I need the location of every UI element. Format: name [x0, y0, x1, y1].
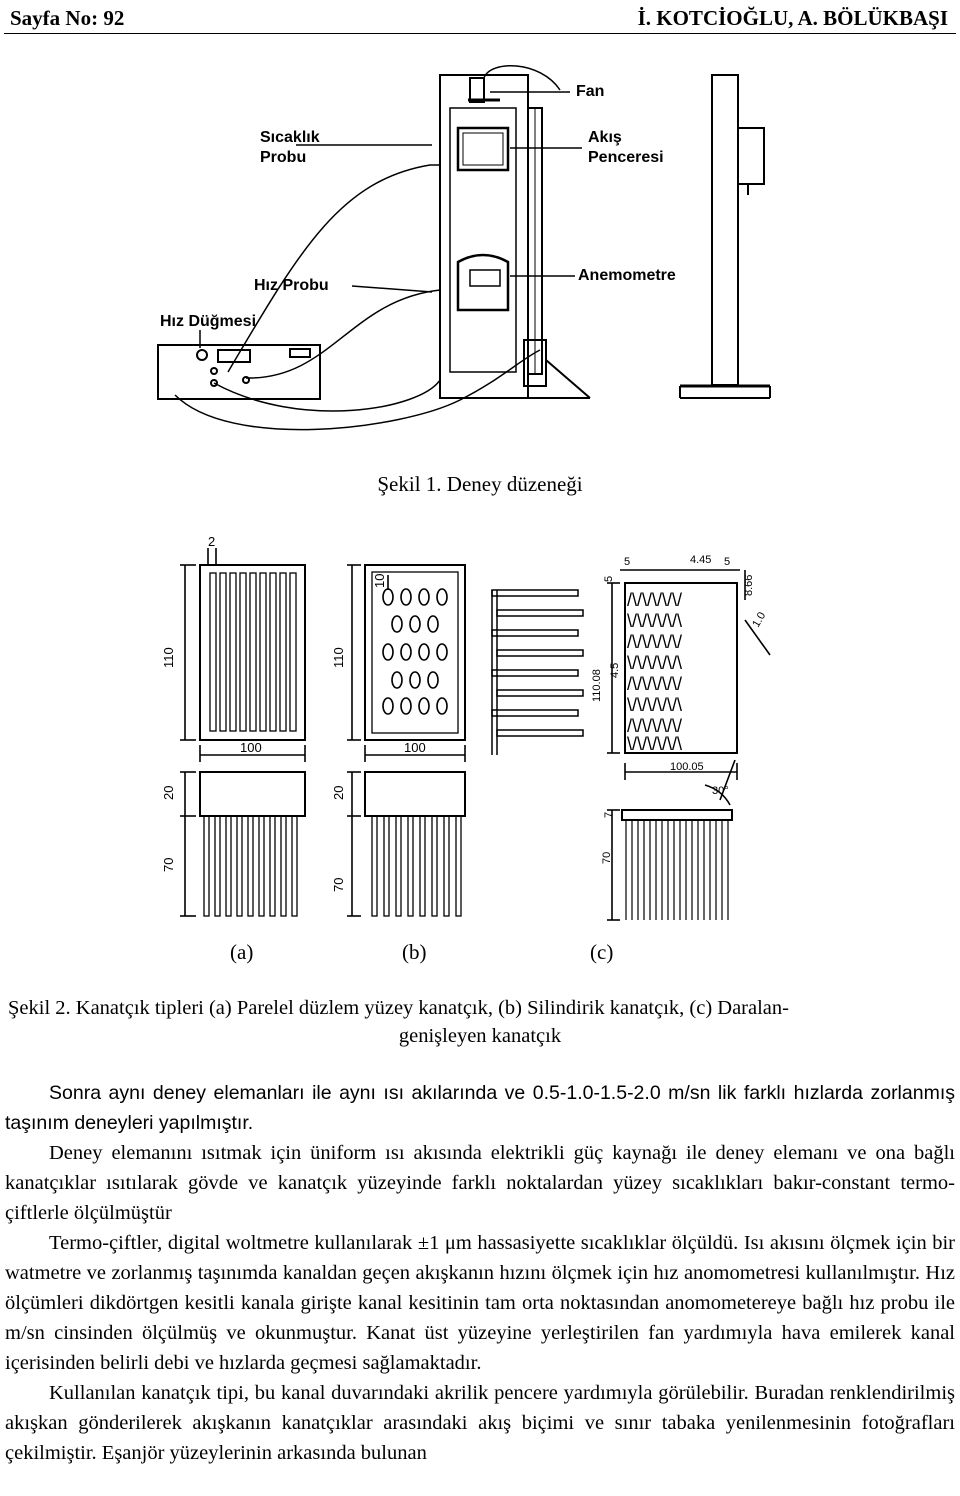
channel-tower [439, 74, 529, 399]
dim-b-width: 100 [404, 740, 426, 755]
dim-c-side: 8.66 [743, 575, 755, 596]
fin-a-fins [203, 815, 298, 917]
authors: İ. KOTCİOĞLU, A. BÖLÜKBAŞI [637, 6, 948, 30]
dim-c-top1: 5 [624, 556, 630, 568]
fan-housing [469, 77, 485, 103]
fin-a-base [199, 771, 306, 817]
dim-a-top: 2 [208, 534, 215, 549]
label-temp-probe-2: Probu [260, 149, 306, 166]
dim-a-fin: 70 [161, 858, 176, 872]
dim-a-height: 110 [161, 647, 176, 668]
dim-a-base: 20 [161, 786, 176, 800]
svg-text:\/\/\/\/\/\: \/\/\/\/\/\ [627, 734, 682, 754]
fin-c-zigzag-pattern: /\/\/\/\/\/ \/\/\/\/\/\ /\/\/\/\/\/ \/\/… [627, 590, 682, 754]
dim-c-base-angle: 30° [712, 785, 729, 797]
label-fan: Fan [576, 83, 604, 100]
figure2-caption: Şekil 2. Kanatçık tipleri (a) Parelel dü… [8, 994, 952, 1050]
side-view-fan [737, 127, 765, 185]
figure1-caption: Şekil 1. Deney düzeneği [377, 472, 583, 496]
body-text: Sonra aynı deney elemanları ile aynı ısı… [5, 1078, 955, 1468]
page-header: Sayfa No: 92 İ. KOTCİOĞLU, A. BÖLÜKBAŞI [0, 0, 960, 36]
dim-c-base: 7 [603, 812, 615, 818]
dim-c-gap: 4.5 [609, 663, 621, 678]
dim-c-top3: 5 [724, 556, 730, 568]
svg-text:\/\/\/\/\/\: \/\/\/\/\/\ [627, 653, 682, 673]
anemometer-box [456, 253, 510, 312]
fin-c-plate [624, 582, 738, 754]
dim-c-small: 5 [603, 576, 615, 582]
figure2-caption-line1: Şekil 2. Kanatçık tipleri (a) Parelel dü… [8, 997, 789, 1019]
figure2-fin-types-drawing: /\/\/\/\/\/ \/\/\/\/\/\ /\/\/\/\/\/ \/\/… [161, 534, 771, 921]
svg-text:/\/\/\/\/\/: /\/\/\/\/\/ [627, 632, 682, 652]
fin-c-base [621, 809, 733, 821]
label-speed-probe: Hız Probu [254, 277, 329, 294]
fin-b-pins [382, 588, 448, 715]
page-number: Sayfa No: 92 [10, 6, 125, 30]
dim-c-top2: 4.45 [690, 554, 711, 566]
label-anemometer: Anemometre [578, 267, 676, 284]
figure1-setup-drawing: Fan Sıcaklık Probu Akış Penceresi Anemom… [157, 64, 771, 431]
flow-window [456, 126, 510, 172]
svg-text:\/\/\/\/\/\: \/\/\/\/\/\ [627, 695, 682, 715]
dim-b-height: 110 [331, 647, 346, 668]
fin-c-fins [625, 820, 729, 920]
svg-text:\/\/\/\/\/\: \/\/\/\/\/\ [627, 611, 682, 631]
label-flow-window-2: Penceresi [588, 149, 664, 166]
subfigure-label-b: (b) [402, 940, 427, 964]
support-post [523, 339, 547, 387]
fin-a-slots [209, 572, 297, 732]
fin-b-pin-rods [371, 815, 462, 917]
dim-b-top: 10 [372, 574, 387, 588]
dim-c-height: 110.08 [591, 669, 603, 702]
paragraph-1: Sonra aynı deney elemanları ile aynı ısı… [5, 1082, 955, 1134]
svg-text:/\/\/\/\/\/: /\/\/\/\/\/ [627, 716, 682, 736]
paragraph-3: Termo-çiftler, digital woltmetre kullanı… [5, 1232, 955, 1374]
subfigure-label-c: (c) [590, 940, 614, 964]
dim-b-fin: 70 [331, 878, 346, 892]
dim-b-base: 20 [331, 786, 346, 800]
control-box [157, 344, 321, 400]
fin-b-base [364, 771, 466, 817]
svg-text:/\/\/\/\/\/: /\/\/\/\/\/ [627, 674, 682, 694]
svg-text:/\/\/\/\/\/: /\/\/\/\/\/ [627, 590, 682, 610]
header-rule [4, 33, 956, 34]
side-view-column [711, 74, 739, 386]
subfigure-label-a: (a) [230, 940, 254, 964]
fin-b-plate [364, 564, 466, 741]
dim-c-fin: 70 [601, 852, 613, 864]
label-flow-window-1: Akış [588, 129, 622, 146]
label-temp-probe-1: Sıcaklık [260, 129, 320, 146]
fin-c-side-view [491, 589, 584, 755]
fin-a-plate [199, 564, 306, 741]
tower-inner [449, 107, 517, 373]
dim-c-width: 100.05 [670, 761, 704, 773]
speed-knob [196, 349, 208, 361]
paragraph-2: Deney elemanını ısıtmak için üniform ısı… [5, 1142, 955, 1224]
dim-a-width: 100 [240, 740, 262, 755]
figure2-caption-line2: genişleyen kanatçık [398, 1025, 562, 1047]
dim-c-angle: 1.0 [750, 610, 768, 629]
paragraph-4: Kullanılan kanatçık tipi, bu kanal duvar… [5, 1382, 955, 1464]
label-speed-knob: Hız Düğmesi [160, 313, 256, 330]
